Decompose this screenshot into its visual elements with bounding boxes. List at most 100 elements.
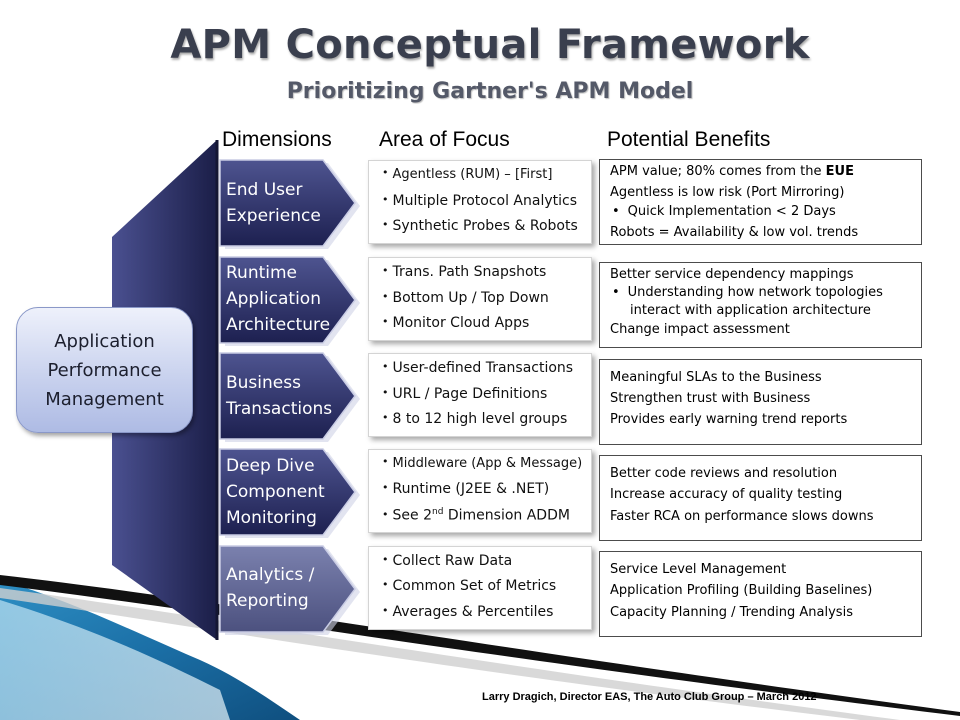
benefit-item: interact with application architecture [630, 303, 871, 318]
benefit-item-text: Change impact assessment [610, 322, 790, 337]
bullet-icon: • [382, 481, 389, 494]
focus-item: •Averages & Percentiles [382, 604, 553, 620]
focus-item-text: Synthetic Probes & Robots [392, 218, 578, 234]
focus-item: •Multiple Protocol Analytics [382, 193, 577, 209]
bullet-icon: • [382, 315, 389, 328]
focus-item: •Collect Raw Data [382, 553, 512, 569]
focus-item-text: 8 to 12 high level groups [392, 411, 568, 427]
benefit-item: Better service dependency mappings [610, 267, 854, 282]
chevron-runtime-application-architecture [219, 256, 360, 346]
bullet-icon: • [382, 455, 389, 468]
focus-box-deep-dive-component-monitoring [368, 449, 592, 533]
benefit-item-text: Robots = Availability & low vol. trends [610, 225, 859, 240]
benefit-box-analytics-reporting [599, 551, 922, 637]
bullet-icon: • [382, 218, 389, 231]
benefit-item-text: Increase accuracy of quality testing [610, 487, 843, 502]
focus-item: •See 2nd Dimension ADDM [382, 507, 570, 524]
bullet-icon: • [382, 507, 389, 521]
focus-item: •Middleware (App & Message) [382, 455, 583, 471]
focus-box-business-transactions [368, 353, 592, 437]
benefit-box-runtime-application-architecture [599, 262, 922, 348]
focus-item: •URL / Page Definitions [382, 386, 547, 402]
benefit-item-text: Quick Implementation < 2 Days [627, 204, 836, 219]
dimension-label-end-user-experience: End User Experience [226, 180, 321, 226]
benefit-item: Provides early warning trend reports [610, 412, 847, 427]
benefit-item: Better code reviews and resolution [610, 466, 837, 481]
benefit-item-text: Service Level Management [610, 562, 787, 577]
header-dimensions: Dimensions [222, 128, 332, 151]
chevron-business-transactions [219, 352, 360, 442]
benefit-box-business-transactions [599, 359, 922, 445]
focus-item-text: Dimension ADDM [443, 507, 570, 524]
focus-item-text: URL / Page Definitions [392, 386, 548, 402]
bullet-icon: • [382, 604, 389, 617]
benefit-item-text: Provides early warning trend reports [610, 412, 848, 427]
benefit-item: Capacity Planning / Trending Analysis [610, 605, 853, 620]
footer-credit: Larry Dragich, Director EAS, The Auto Cl… [482, 691, 817, 703]
benefit-item-text: Faster RCA on performance slows downs [610, 509, 874, 524]
benefit-item-text: Meaningful SLAs to the Business [610, 370, 822, 385]
focus-item-text: Multiple Protocol Analytics [392, 193, 578, 209]
focus-item: •Runtime (J2EE & .NET) [382, 481, 549, 497]
focus-item: •Trans. Path Snapshots [382, 264, 546, 280]
focus-item-text: Middleware (App & Message) [392, 456, 583, 471]
bullet-icon: • [382, 553, 389, 566]
benefit-item-text: APM value; 80% comes from the [610, 164, 826, 179]
benefit-item-text: Understanding how network topologies [627, 285, 883, 300]
focus-item-text: Agentless (RUM) – [First] [392, 167, 553, 182]
focus-item-text: Common Set of Metrics [392, 578, 557, 594]
bullet-icon: • [382, 578, 389, 591]
chevron-deep-dive-component-monitoring [219, 448, 360, 538]
focus-item-text: See 2 [392, 507, 432, 524]
benefit-item: Increase accuracy of quality testing [610, 487, 842, 502]
slide-subtitle: Prioritizing Gartner's APM Model [286, 79, 694, 104]
ordinal-suffix: nd [431, 507, 444, 517]
focus-item: •Agentless (RUM) – [First] [382, 166, 553, 182]
focus-item-text: Monitor Cloud Apps [392, 315, 530, 331]
focus-item-text: User-defined Transactions [392, 360, 574, 376]
chevron-analytics-reporting [219, 545, 360, 635]
focus-item-text: Trans. Path Snapshots [392, 264, 547, 280]
chevron-end-user-experience [219, 159, 360, 249]
focus-item-text: Bottom Up / Top Down [392, 290, 549, 306]
bullet-icon: • [382, 193, 389, 206]
benefit-item: Faster RCA on performance slows downs [610, 509, 874, 524]
focus-box-analytics-reporting [368, 546, 592, 630]
apm-root-box: Application Performance Management [16, 307, 193, 433]
bullet-icon: • [382, 411, 389, 424]
dimension-label-runtime-application-architecture: Runtime Application Architecture [226, 263, 331, 335]
bullet-icon: • [612, 285, 620, 300]
slide-title: APM Conceptual Framework [170, 22, 810, 68]
bullet-icon: • [382, 264, 389, 277]
focus-item: •Bottom Up / Top Down [382, 290, 549, 306]
benefit-item-text: Agentless is low risk (Port Mirroring) [610, 185, 845, 200]
dimension-label-business-transactions: Business Transactions [226, 373, 333, 419]
bullet-icon: • [382, 386, 389, 399]
benefit-item-text: Better code reviews and resolution [610, 466, 838, 481]
dimension-label-deep-dive-component-monitoring: Deep Dive Component Monitoring [226, 456, 325, 528]
benefit-item: Service Level Management [610, 562, 786, 577]
focus-item: •8 to 12 high level groups [382, 411, 567, 427]
benefit-box-end-user-experience [599, 159, 922, 245]
benefit-item: • Understanding how network topologies [612, 285, 883, 300]
benefit-item-text: Strengthen trust with Business [610, 391, 811, 406]
benefit-item: Robots = Availability & low vol. trends [610, 225, 858, 240]
focus-item: •Common Set of Metrics [382, 578, 556, 594]
benefit-item-text: Capacity Planning / Trending Analysis [610, 605, 853, 620]
focus-item: •User-defined Transactions [382, 360, 573, 376]
bullet-icon: • [382, 166, 389, 179]
focus-box-runtime-application-architecture [368, 257, 592, 341]
benefit-item: Agentless is low risk (Port Mirroring) [610, 185, 844, 200]
bullet-icon: • [382, 290, 389, 303]
focus-item: •Synthetic Probes & Robots [382, 218, 578, 234]
benefit-item: Application Profiling (Building Baseline… [610, 583, 872, 598]
focus-item-text: Collect Raw Data [392, 553, 513, 569]
benefit-item-text: interact with application architecture [630, 303, 871, 318]
benefit-box-deep-dive-component-monitoring [599, 455, 922, 541]
benefit-item: APM value; 80% comes from the EUE [610, 164, 854, 179]
benefit-item-text: Better service dependency mappings [610, 267, 854, 282]
benefit-item: • Quick Implementation < 2 Days [612, 204, 836, 219]
bullet-icon: • [612, 204, 620, 219]
focus-item-text: Runtime (J2EE & .NET) [392, 481, 550, 497]
